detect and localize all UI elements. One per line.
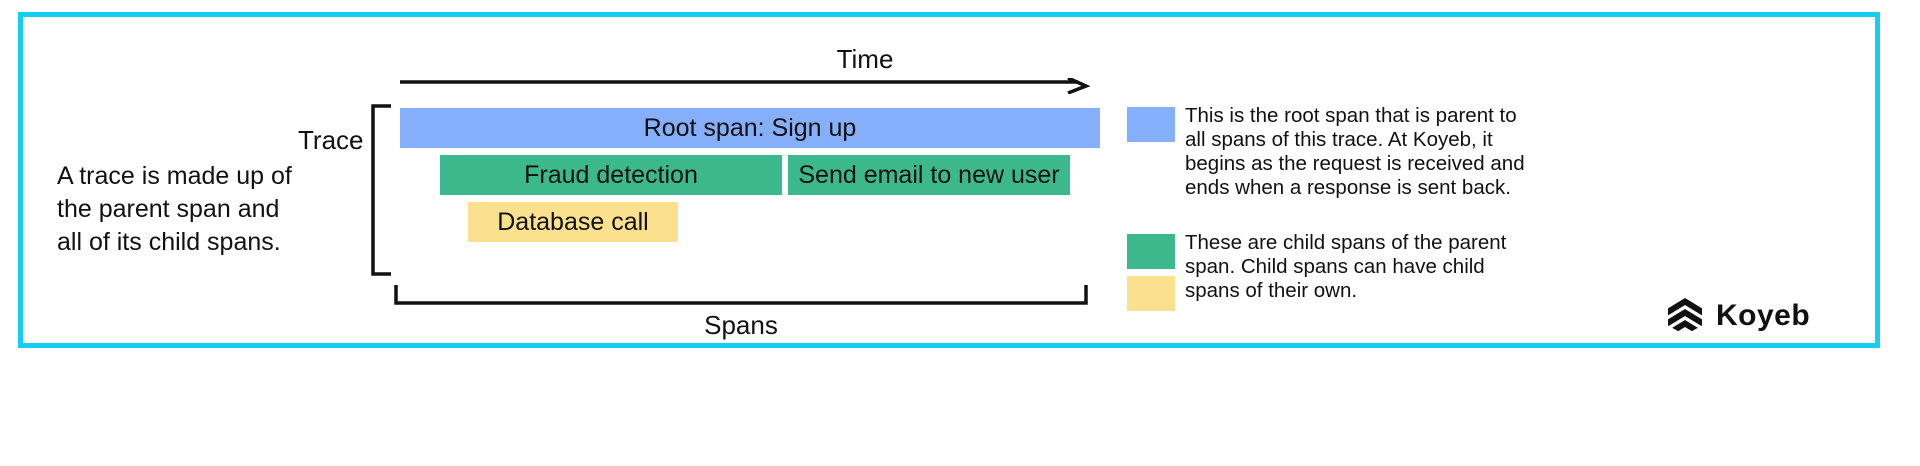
trace-label: Trace	[298, 125, 364, 155]
koyeb-mark-icon	[1668, 298, 1702, 335]
koyeb-wordmark: Koyeb	[1716, 299, 1811, 332]
legend-item-child-spans: These are child spans of the parent span…	[1127, 231, 1827, 311]
span-bar-root[interactable]: Root span: Sign up	[400, 108, 1100, 148]
arrow-right-icon	[400, 76, 1091, 95]
legend: This is the root span that is parent to …	[1127, 104, 1827, 311]
legend-swatch-group-child	[1127, 231, 1185, 311]
time-axis-arrow	[400, 76, 1091, 95]
span-bar-child-1[interactable]: Fraud detection	[440, 155, 782, 195]
legend-swatch-green	[1127, 234, 1175, 269]
legend-item-root-span: This is the root span that is parent to …	[1127, 104, 1827, 200]
koyeb-logo: Koyeb	[1665, 296, 1810, 336]
trace-bracket	[370, 104, 392, 276]
span-bar-child-2[interactable]: Send email to new user	[788, 155, 1070, 195]
spans-label: Spans	[704, 310, 778, 340]
legend-text-root-span: This is the root span that is parent to …	[1185, 104, 1525, 199]
legend-swatch-yellow	[1127, 276, 1175, 311]
left-bracket-icon	[371, 104, 391, 276]
bottom-bracket-icon	[394, 285, 1088, 305]
span-bar-grandchild-1[interactable]: Database call	[468, 202, 678, 242]
spans-bracket	[394, 284, 1088, 306]
legend-text-child-spans: These are child spans of the parent span…	[1185, 231, 1507, 302]
time-axis-label: Time	[836, 44, 894, 74]
trace-description-text: A trace is made up of the parent span an…	[57, 162, 292, 256]
legend-swatch-group-root	[1127, 104, 1185, 142]
legend-swatch-blue	[1127, 107, 1175, 142]
